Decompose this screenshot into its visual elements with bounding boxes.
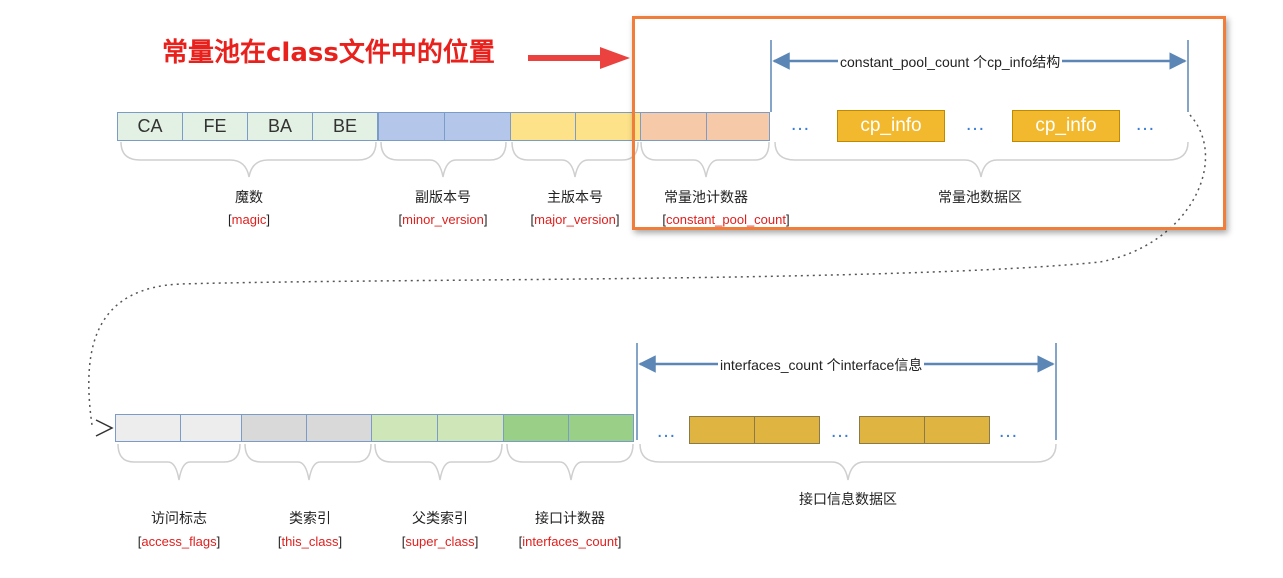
magic-byte-cell: BA [247, 112, 313, 141]
super-class-label-en: [super_class] [401, 534, 479, 549]
this-class-cell [306, 414, 372, 442]
minor-version-cell [444, 112, 511, 141]
interface-cell [924, 416, 990, 444]
ellipsis: … [656, 420, 678, 442]
magic-byte-cell: FE [182, 112, 248, 141]
access-flags-cell [180, 414, 242, 442]
minor-version-label-en: [minor_version] [398, 212, 488, 227]
interfaces-count-label-cn: 接口计数器 [535, 511, 605, 527]
major-version-label-en: [major_version] [530, 212, 620, 227]
cp-info-box: cp_info [1012, 110, 1120, 142]
magic-byte-cell: BE [312, 112, 378, 141]
major-version-cell [510, 112, 576, 141]
interface-cell [754, 416, 820, 444]
cp-info-span-label: constant_pool_count 个cp_info结构 [838, 52, 1063, 72]
cp-count-cell [640, 112, 707, 141]
bottom-braces [117, 443, 1057, 481]
interface-data-label-cn: 接口信息数据区 [799, 492, 897, 508]
interface-cell [689, 416, 755, 444]
magic-label-en: [magic] [228, 212, 270, 227]
minor-version-cell [378, 112, 445, 141]
row-connector [88, 114, 1207, 426]
super-class-label-cn: 父类索引 [412, 511, 468, 527]
ellipsis: … [790, 113, 812, 135]
this-class-label-en: [this_class] [277, 534, 343, 549]
cp-count-label-en: [constant_pool_count] [662, 212, 790, 227]
super-class-cell [371, 414, 438, 442]
ellipsis: … [965, 113, 987, 135]
ellipsis: … [998, 420, 1020, 442]
minor-version-label-cn: 副版本号 [415, 190, 471, 206]
interfaces-count-label-en: [interfaces_count] [518, 534, 622, 549]
cp-count-cell [706, 112, 770, 141]
interfaces-count-cell [568, 414, 634, 442]
access-flags-label-en: [access_flags] [137, 534, 221, 549]
title-pointer-arrow [528, 47, 630, 69]
ellipsis: … [1135, 113, 1157, 135]
top-braces [120, 141, 1189, 178]
magic-label-cn: 魔数 [235, 190, 263, 206]
magic-byte-cell: CA [117, 112, 183, 141]
major-version-label-cn: 主版本号 [547, 190, 603, 206]
access-flags-cell [115, 414, 181, 442]
cp-count-label-cn: 常量池计数器 [664, 190, 748, 206]
interfaces-count-cell [503, 414, 569, 442]
this-class-label-cn: 类索引 [289, 511, 331, 527]
super-class-cell [437, 414, 504, 442]
this-class-cell [241, 414, 307, 442]
diagram-title: 常量池在class文件中的位置 [162, 38, 495, 68]
cp-info-box: cp_info [837, 110, 945, 142]
interface-span-label: interfaces_count 个interface信息 [718, 355, 925, 375]
access-flags-label-cn: 访问标志 [151, 511, 207, 527]
constant-pool-highlight [632, 16, 1226, 230]
ellipsis: … [830, 420, 852, 442]
cp-data-label-cn: 常量池数据区 [938, 190, 1022, 206]
interface-cell [859, 416, 925, 444]
